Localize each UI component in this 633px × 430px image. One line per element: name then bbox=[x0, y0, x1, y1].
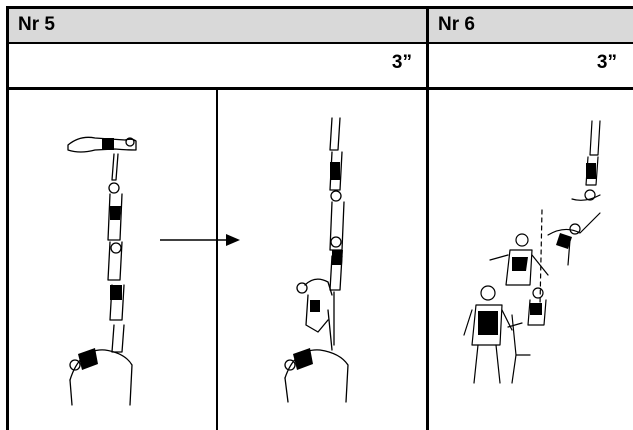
duration-divider bbox=[6, 87, 633, 90]
pyramid-figure-1-svg bbox=[67, 136, 137, 406]
header-nr6: Nr 6 bbox=[428, 8, 633, 42]
column-divider bbox=[426, 6, 429, 430]
duration-nr5-value: 3” bbox=[391, 52, 412, 73]
header-divider bbox=[6, 42, 633, 44]
duration-nr6: 3” bbox=[428, 44, 633, 88]
transition-arrow bbox=[160, 230, 242, 250]
pyramid-figure-3-svg bbox=[463, 120, 601, 384]
duration-nr5: 3” bbox=[8, 44, 428, 88]
figure-divider bbox=[216, 90, 218, 430]
table-border-left bbox=[6, 6, 9, 430]
header-nr6-label: Nr 6 bbox=[438, 14, 475, 35]
pyramid-figure-1 bbox=[50, 120, 160, 410]
pyramid-figure-3 bbox=[460, 115, 625, 395]
pyramid-figure-2 bbox=[270, 110, 380, 410]
pyramid-figure-2-svg bbox=[284, 117, 349, 403]
duration-nr6-value: 3” bbox=[596, 52, 617, 73]
table-border-top bbox=[6, 6, 633, 9]
transition-arrow-svg bbox=[160, 234, 240, 246]
header-nr5: Nr 5 bbox=[8, 8, 428, 42]
header-nr5-label: Nr 5 bbox=[18, 14, 55, 35]
